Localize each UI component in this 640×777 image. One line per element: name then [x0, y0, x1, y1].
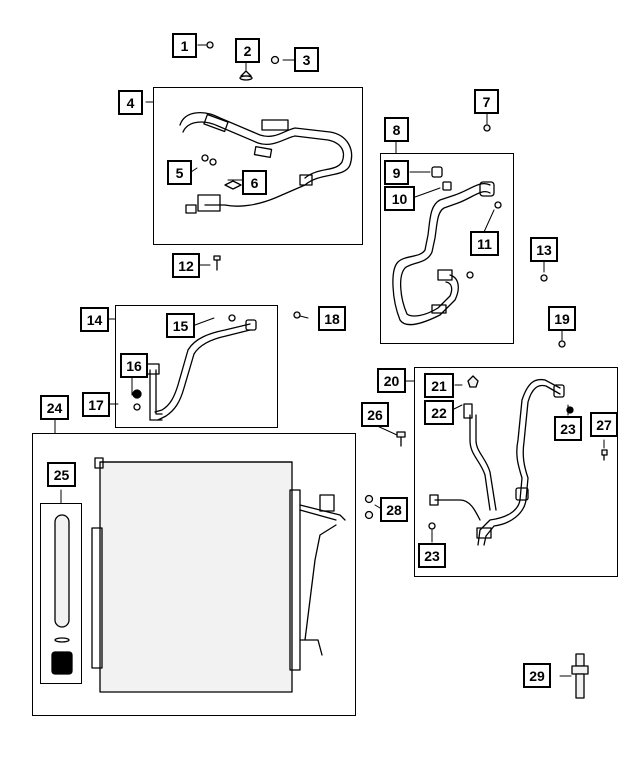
callout-23-top: 23	[554, 416, 582, 441]
callout-22: 22	[424, 400, 454, 425]
group-frame-8	[380, 153, 514, 344]
callout-10: 10	[384, 186, 415, 211]
callout-27: 27	[590, 412, 618, 437]
callout-5: 5	[167, 160, 192, 185]
group-frame-14	[115, 305, 278, 428]
hose-assembly-20	[428, 375, 574, 546]
callout-7: 7	[474, 89, 499, 114]
hose-assembly-4	[179, 112, 353, 214]
hose-14	[132, 314, 257, 421]
callout-23-bottom: 23	[418, 543, 446, 568]
callout-11: 11	[470, 231, 499, 256]
condenser-24	[91, 457, 346, 693]
callout-18: 18	[318, 306, 346, 331]
hose-8	[392, 166, 502, 326]
callout-12: 12	[172, 253, 200, 278]
callout-15: 15	[166, 313, 195, 338]
group-frame-24	[32, 433, 356, 716]
callout-26: 26	[361, 402, 389, 427]
callout-8: 8	[384, 117, 409, 142]
callout-29: 29	[523, 663, 551, 688]
callout-16: 16	[120, 353, 148, 378]
callout-19: 19	[548, 306, 576, 331]
callout-14: 14	[80, 307, 109, 332]
callout-13: 13	[530, 237, 558, 262]
callout-6: 6	[242, 170, 267, 195]
callout-20: 20	[377, 368, 406, 393]
callout-9: 9	[384, 160, 409, 185]
callout-17: 17	[82, 392, 110, 417]
callout-2: 2	[235, 38, 260, 63]
part-29-fitting	[571, 653, 589, 699]
callout-21: 21	[424, 373, 454, 398]
small-fasteners	[206, 41, 608, 520]
callout-28: 28	[380, 497, 408, 522]
group-frame-4	[153, 87, 363, 245]
desiccant-25	[51, 514, 73, 675]
callout-25: 25	[47, 462, 76, 487]
callout-1: 1	[172, 33, 197, 58]
callout-4: 4	[118, 90, 143, 115]
callout-3: 3	[294, 47, 319, 72]
group-frame-20	[414, 367, 618, 577]
callout-24: 24	[40, 395, 69, 420]
